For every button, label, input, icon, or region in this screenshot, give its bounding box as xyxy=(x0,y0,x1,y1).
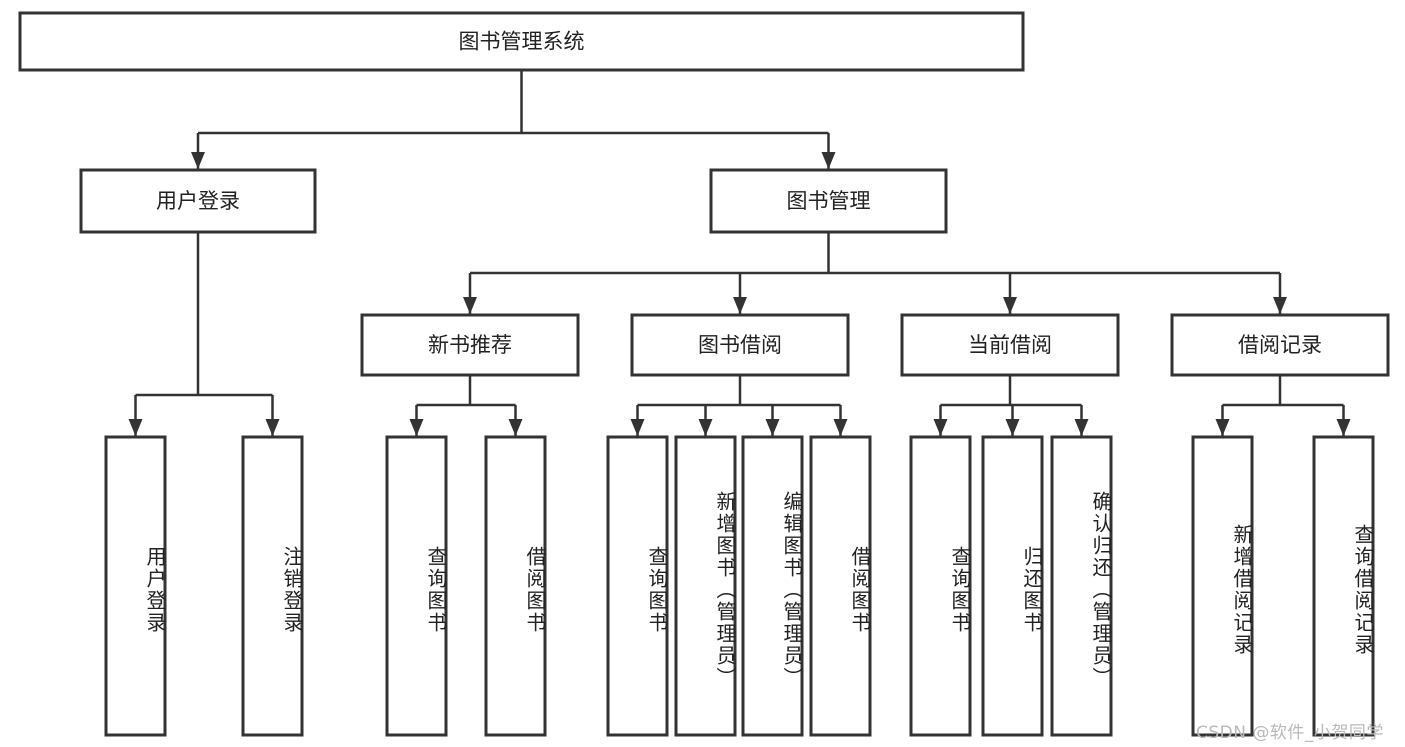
conn-record-to-leaves-arrowhead-leaf-add-borrow-record xyxy=(1215,419,1230,436)
node-root-root[interactable] xyxy=(18,11,1025,72)
node-root-root-label: 图书管理系统 xyxy=(459,30,585,54)
conn-borrow-to-leaves-arrowhead-leaf-borrow-book xyxy=(833,419,848,436)
node-book-management-label: 图书管理 xyxy=(787,189,871,213)
node-leaf-return-book[interactable] xyxy=(981,435,1044,737)
node-book-borrow[interactable] xyxy=(630,313,850,377)
conn-recommend-to-leaves-arrowhead-leaf-query-book-recommend xyxy=(409,419,424,436)
node-leaf-borrow-book[interactable] xyxy=(809,435,872,737)
node-leaf-query-borrow-record[interactable] xyxy=(1312,435,1375,737)
node-new-book-recommend[interactable] xyxy=(360,313,580,377)
conn-current-to-leaves-arrowhead-leaf-return-book xyxy=(1005,419,1020,436)
conn-bookmgmt-to-level3-arrowhead-current-borrow xyxy=(1003,297,1017,314)
conn-borrow-to-leaves-arrowhead-leaf-add-book-admin xyxy=(698,419,713,436)
node-leaf-edit-book-admin[interactable] xyxy=(741,435,804,737)
node-leaf-add-borrow-record[interactable] xyxy=(1191,435,1254,737)
node-leaf-borrow-book-recommend[interactable] xyxy=(484,435,547,737)
node-borrow-record-label: 借阅记录 xyxy=(1238,333,1322,357)
conn-root-to-level2-arrowhead-book-management xyxy=(821,152,836,169)
node-user-login-label: 用户登录 xyxy=(156,189,240,213)
node-current-borrow-label: 当前借阅 xyxy=(968,333,1052,357)
node-leaf-add-book-admin[interactable] xyxy=(674,435,737,737)
node-leaf-query-book-recommend[interactable] xyxy=(385,435,448,737)
conn-record-to-leaves-arrowhead-leaf-query-borrow-record xyxy=(1336,419,1351,436)
conn-recommend-to-leaves-arrowhead-leaf-borrow-book-recommend xyxy=(508,419,523,436)
node-leaf-query-book-borrow[interactable] xyxy=(606,435,669,737)
conn-current-to-leaves-arrowhead-leaf-confirm-return-admin xyxy=(1074,419,1089,436)
conn-borrow-to-leaves-arrowhead-leaf-query-book-borrow xyxy=(630,419,645,436)
connectors-layer xyxy=(128,70,1351,436)
conn-userlogin-to-leaves-arrowhead-leaf-logout-login xyxy=(265,419,280,436)
csdn-watermark: CSDN @软件_小贺同学 xyxy=(1196,723,1384,743)
node-borrow-record[interactable] xyxy=(1170,313,1390,377)
node-leaf-user-login[interactable] xyxy=(104,435,167,737)
conn-borrow-to-leaves-arrowhead-leaf-edit-book-admin xyxy=(765,419,780,436)
node-book-management[interactable] xyxy=(709,168,948,234)
node-leaf-confirm-return-admin[interactable] xyxy=(1050,435,1113,737)
node-user-login[interactable] xyxy=(79,168,317,234)
node-leaf-logout-login[interactable] xyxy=(241,435,304,737)
node-new-book-recommend-label: 新书推荐 xyxy=(428,333,512,357)
conn-current-to-leaves-arrowhead-leaf-query-book-current xyxy=(933,419,948,436)
conn-userlogin-to-leaves-arrowhead-leaf-user-login xyxy=(128,419,143,436)
conn-bookmgmt-to-level3-arrowhead-borrow-record xyxy=(1273,297,1287,314)
node-current-borrow[interactable] xyxy=(900,313,1120,377)
conn-root-to-level2-arrowhead-user-login xyxy=(191,152,205,169)
node-book-borrow-label: 图书借阅 xyxy=(698,333,782,357)
node-leaf-query-book-current[interactable] xyxy=(909,435,972,737)
conn-bookmgmt-to-level3-arrowhead-new-book-recommend xyxy=(463,297,477,314)
conn-bookmgmt-to-level3-arrowhead-book-borrow xyxy=(733,297,747,314)
